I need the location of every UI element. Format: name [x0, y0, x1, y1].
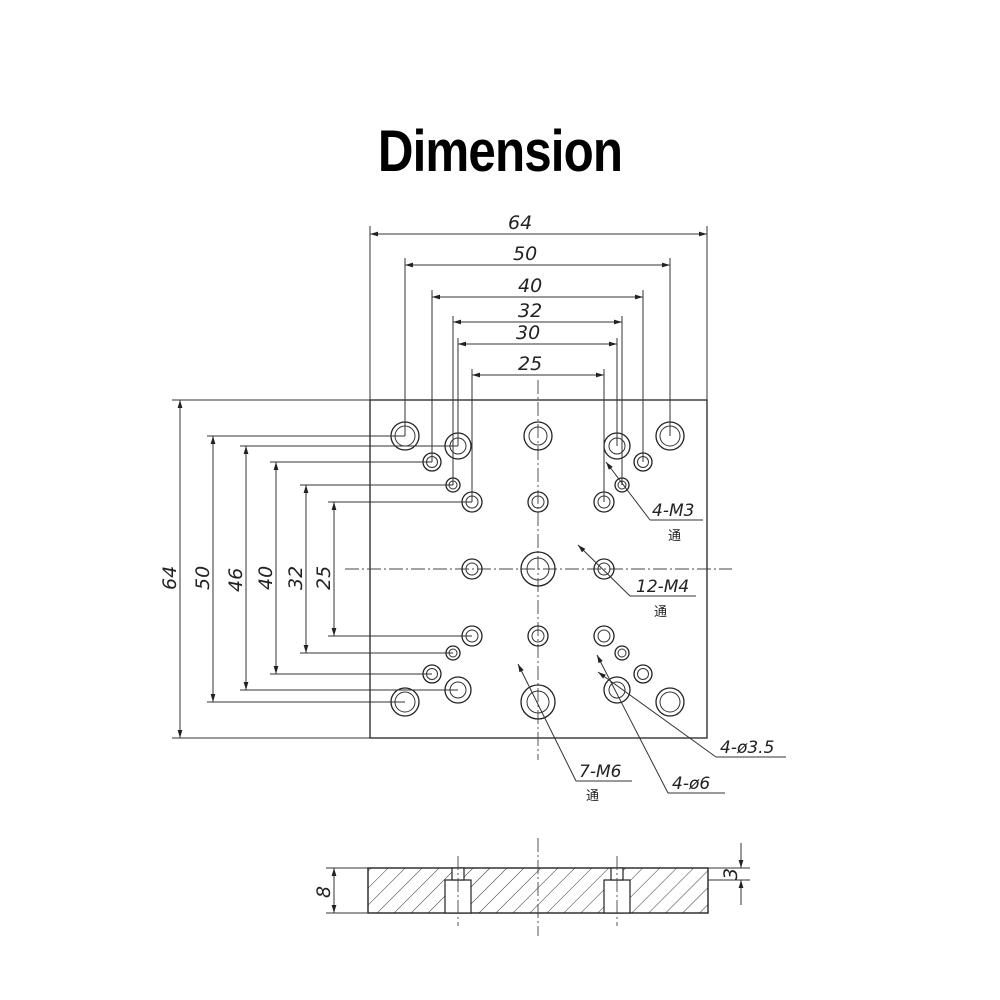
callout-d6-leader — [596, 654, 725, 794]
page-title: Dimension — [377, 119, 623, 184]
d35-holes — [422, 452, 653, 684]
hdim-30: 30 — [516, 322, 540, 344]
side-counterbore-dim: 3 — [720, 868, 742, 880]
callout-d35-label: 4-ø3.5 — [720, 738, 774, 758]
callout-m3-label: 4-M3 — [652, 501, 694, 521]
hdim-64: 64 — [508, 212, 532, 234]
vdim-32: 32 — [285, 566, 307, 590]
vdim-46: 46 — [225, 568, 247, 592]
top-view: 64 50 40 32 30 25 — [159, 212, 786, 804]
side-view: 8 3 — [313, 838, 750, 936]
callout-m3-leader — [605, 461, 703, 521]
callout-m6-leader — [517, 663, 632, 782]
vdim-50: 50 — [192, 566, 214, 590]
m6-holes — [520, 421, 556, 720]
callout-d35-leader — [597, 671, 786, 758]
callout-m6-sub: 通 — [586, 789, 599, 804]
vdim-64: 64 — [159, 566, 181, 590]
vertical-dimensions — [172, 399, 472, 739]
callout-m4-leader — [577, 544, 696, 597]
hdim-32: 32 — [518, 300, 542, 322]
hdim-40: 40 — [518, 275, 542, 297]
side-thickness-dim: 8 — [313, 886, 335, 898]
callout-m3-sub: 通 — [668, 529, 681, 544]
d6-holes — [444, 432, 631, 704]
callout-m4-sub: 通 — [654, 605, 667, 620]
hdim-50: 50 — [513, 243, 537, 265]
vdim-25: 25 — [313, 566, 335, 590]
callout-d6-label: 4-ø6 — [672, 774, 710, 794]
vdim-40: 40 — [255, 566, 277, 590]
callout-m4-label: 12-M4 — [636, 577, 689, 597]
hdim-25: 25 — [518, 353, 542, 375]
horizontal-dimensions — [369, 226, 708, 502]
callout-m6-label: 7-M6 — [579, 762, 622, 782]
